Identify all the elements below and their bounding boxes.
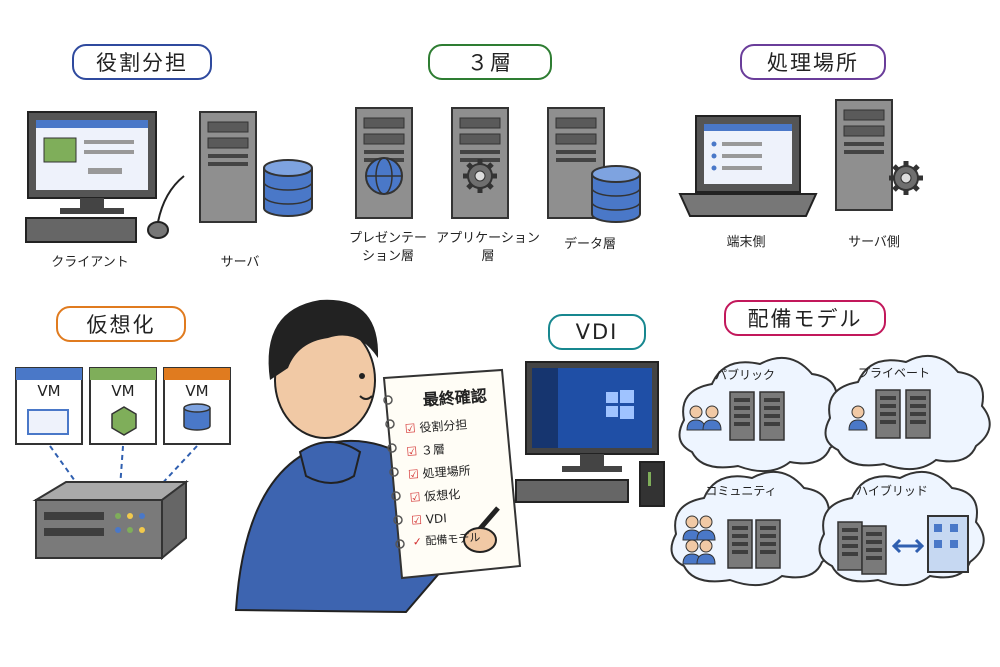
checkmark-icon: ✓: [412, 534, 423, 549]
section-title-virtualization: 仮想化: [56, 306, 186, 342]
caption-server: サーバ: [220, 255, 260, 270]
checkmark-icon: ☑: [407, 467, 420, 482]
section-title-tiers: ３層: [428, 44, 552, 80]
server-tower-icon: [835, 99, 893, 211]
caption-client-side: 端末側: [726, 235, 766, 250]
checklist-item-label: 処理場所: [422, 463, 472, 481]
checkmark-icon: ☑: [405, 444, 418, 459]
checklist-item-label: 役割分担: [418, 417, 468, 435]
arrow-icon: [891, 538, 925, 554]
cloud-label-public: パブリック: [714, 368, 775, 382]
caption-server-side: サーバ側: [848, 235, 900, 250]
vm-label: VM: [185, 382, 209, 400]
database-icon: [263, 159, 313, 217]
section-title-processing: 処理場所: [740, 44, 886, 80]
checkmark-icon: ☑: [410, 512, 423, 528]
checklist-item-label: 仮想化: [423, 487, 461, 504]
server-tower-icon: [199, 111, 257, 223]
vdi-desktop-icon: [515, 361, 665, 507]
host-server-icon: [32, 480, 189, 561]
vm-window-icon: [15, 367, 83, 445]
caption-client: クライアント: [51, 255, 129, 270]
checkmark-icon: ☑: [409, 489, 421, 505]
hybrid-cloud-contents: [837, 515, 969, 575]
database-icon: [591, 165, 641, 223]
gear-icon: [889, 161, 923, 195]
caption-presentation-tier: プレゼンテー ション層: [348, 231, 427, 264]
checklist-item-label: VDI: [425, 511, 448, 527]
cloud-label-private: プライベート: [857, 366, 930, 380]
globe-icon: [365, 157, 403, 195]
caption-application-tier: アプリケーション 層: [436, 231, 540, 264]
caption-data-tier: データ層: [563, 237, 616, 252]
client-pc-icon: [25, 111, 185, 243]
vm-label: VM: [37, 382, 61, 400]
checklist-item-label: 配備モデル: [425, 530, 481, 548]
gear-icon: [463, 159, 497, 193]
section-title-roles: 役割分担: [72, 44, 212, 80]
vm-window-icon: [163, 367, 231, 445]
section-title-deployment: 配備モデル: [724, 300, 886, 336]
cloud-label-hybrid: ハイブリッド: [856, 484, 928, 498]
checklist-notebook-icon: [382, 368, 522, 580]
section-title-vdi: VDI: [548, 314, 646, 350]
vm-window-icon: [89, 367, 157, 445]
cloud-label-community: コミュニティ: [705, 484, 777, 498]
laptop-icon: [678, 115, 818, 217]
vm-label: VM: [111, 382, 135, 400]
checklist: 最終確認 ☑ 役割分担 ☑ ３層 ☑ 処理場所 ☑ 仮想化 ☑ VDI ✓ 配備…: [402, 381, 517, 553]
checkmark-icon: ☑: [404, 421, 417, 436]
checklist-item-label: ３層: [420, 442, 446, 458]
